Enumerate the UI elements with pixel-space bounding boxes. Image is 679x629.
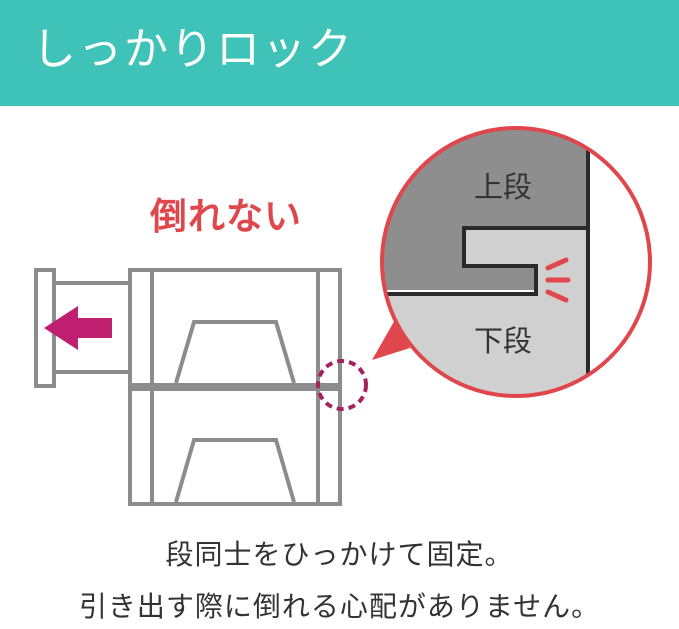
impact-lines-icon (545, 257, 571, 303)
drawer-illustration (34, 126, 652, 506)
callout-text: 倒れない (150, 195, 302, 238)
lower-tier-unit (128, 387, 342, 506)
upper-tier-unit (128, 268, 342, 387)
caption-line-2: 引き出す際に倒れる心配がありません。 (78, 590, 601, 623)
left-arrow-icon (44, 306, 112, 350)
header-banner: しっかりロック (0, 0, 679, 106)
upper-tier-label: 上段 (474, 170, 533, 204)
joint-focus-circle (316, 359, 368, 411)
caption-line-1: 段同士をひっかけて固定。 (165, 538, 514, 571)
zoom-bubble-border (380, 126, 652, 398)
header-title: しっかりロック (32, 24, 354, 75)
lower-tier-label: 下段 (474, 324, 533, 358)
